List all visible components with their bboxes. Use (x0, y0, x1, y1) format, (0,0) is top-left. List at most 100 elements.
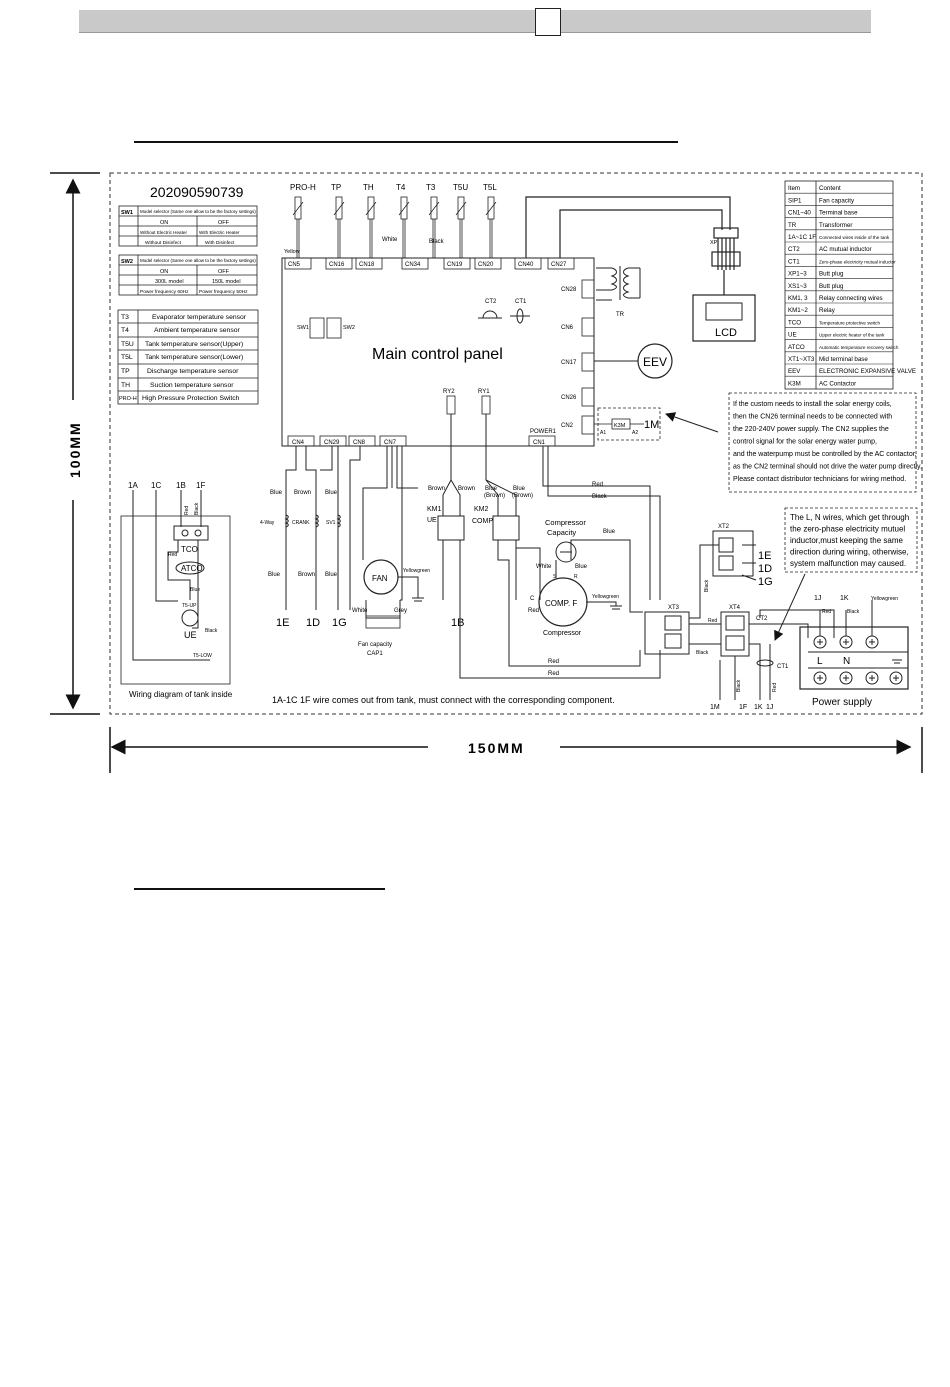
load-wiring (285, 446, 418, 619)
solar-note-line: control signal for the solar energy wate… (733, 439, 877, 446)
wire-brown: Brown (428, 486, 445, 492)
output-1d: 1D (306, 617, 320, 629)
tank-red: Red (184, 506, 190, 515)
xt2-out: 1E (758, 550, 771, 562)
legend-content: Upper electric heater of the tank (819, 333, 885, 338)
sw1-label: SW1 (297, 325, 309, 331)
sensor-table (117, 309, 259, 405)
km1-label: KM1 (427, 506, 442, 513)
tco-label: TCO (181, 545, 198, 554)
legend-content: Terminal base (819, 210, 858, 217)
connector-cn7 (379, 435, 407, 447)
connector-label: CN8 (353, 440, 366, 446)
sw2-cell: Power frequency 50Hz (199, 289, 248, 295)
ps-n: N (843, 656, 850, 667)
solar-note-line: Please contact distributor technicians f… (733, 476, 906, 483)
lcd-label: LCD (715, 327, 737, 339)
sensor-label: T5U (453, 183, 468, 192)
legend-item: KM1, 3 (788, 295, 808, 302)
comp-yellowgreen: Yellowgreen (592, 594, 619, 600)
sensor-probe-mark (365, 201, 377, 216)
wire-red-3: Red (548, 671, 559, 677)
legend-item: CT2 (788, 246, 800, 253)
sensor-code: TH (121, 382, 130, 389)
wire-blue: Blue (513, 486, 526, 492)
sensor-probe-mark (292, 201, 304, 216)
white-label: White (382, 237, 398, 243)
wire-blue: Blue (270, 490, 283, 496)
c-label: C (530, 596, 535, 602)
sw2-label: SW2 (343, 325, 355, 331)
t5low-label: T5-LOW (193, 653, 212, 659)
xt2-out: 1G (758, 576, 773, 588)
fan-cap-label: Fan capacity (358, 642, 392, 648)
ln-note-line: inductor,must keeping the same (790, 536, 904, 545)
ps-red: Red (822, 609, 831, 615)
sensor-label: T4 (396, 183, 406, 192)
legend-item: XT1~XT3 (788, 356, 815, 363)
sensor-desc: Evaporator temperature sensor (152, 314, 247, 321)
connector-cn8 (348, 435, 376, 447)
tank-terminal: 1F (196, 481, 205, 490)
wire-black: Black (592, 494, 608, 500)
bottom-label: 1J (766, 704, 773, 711)
atco-label: ATCO (181, 564, 203, 573)
legend-item: XP1~3 (788, 271, 807, 278)
sw1-switch (309, 317, 325, 339)
ue-label: UE (427, 517, 437, 524)
bottom-label: 1M (710, 704, 720, 711)
sensor-probe (294, 196, 302, 220)
connector-label: CN2 (561, 423, 574, 429)
legend-content: ELECTRONIC EXPANSIVE VALVE (819, 368, 916, 375)
sensor-probe-mark (455, 201, 467, 216)
diagram-frame (109, 172, 923, 715)
legend-item: TCO (788, 319, 801, 326)
xt2-label: XT2 (718, 524, 730, 530)
connector-label: CN7 (384, 440, 397, 446)
solar-note-arrow (665, 412, 719, 433)
solar-note-line: the 220-240V power supply. The CN2 suppl… (733, 426, 889, 433)
xt2-out: 1D (758, 563, 772, 575)
tank-terminal: 1B (176, 481, 186, 490)
wire-red-xt4: Red (708, 618, 717, 624)
dimension-vertical (50, 172, 100, 715)
sw2-cell: 150L model (212, 279, 241, 285)
black-label: Black (429, 239, 445, 245)
comp-white: White (536, 564, 552, 570)
sensor-code: T3 (121, 314, 129, 321)
fan-white: White (352, 608, 368, 614)
sensor-wire (402, 219, 406, 258)
sensor-wire (296, 219, 300, 258)
connector-cn34 (401, 257, 429, 270)
dim-horizontal-label: 150MM (468, 740, 525, 756)
legend-item: ATCO (788, 344, 805, 351)
sensor-probe-mark (333, 201, 345, 216)
sensor-label: PRO-H (290, 183, 316, 192)
lcd-screen (705, 302, 743, 321)
sw1-cell: With Electric Heater (199, 230, 240, 235)
comp-cap-label: Capacity (547, 528, 576, 537)
sw2-cell: SW2 (121, 259, 133, 265)
sensor-desc: Suction temperature sensor (150, 382, 234, 389)
ry2-label: RY2 (443, 389, 455, 395)
sensor-code: T4 (121, 327, 129, 334)
ps-black: Black (847, 609, 860, 615)
legend-content: Content (819, 185, 841, 192)
output-1e: 1E (276, 617, 289, 629)
ln-note-line: the zero-phase electricity mutuel (790, 525, 905, 534)
solar-note: If the custom needs to install the solar… (733, 401, 922, 483)
wire-black-bottom: Black (736, 679, 742, 692)
wire-blue: Blue (325, 490, 338, 496)
sensor-desc: Discharge temperature sensor (147, 368, 239, 375)
sw1-cell: SW1 (121, 210, 133, 216)
solar-note-line: If the custom needs to install the solar… (733, 401, 892, 408)
compressor-wiring (442, 539, 661, 679)
ct1-label-2: CT1 (777, 664, 789, 670)
wire-blue: Blue (268, 572, 281, 578)
sensor-probe (487, 196, 495, 220)
wire-blue-brown: (Brown) (512, 493, 533, 499)
connector-cn6 (581, 317, 595, 337)
legend-content: Temperature protective switch (819, 320, 880, 325)
ry2-relay (446, 395, 456, 415)
